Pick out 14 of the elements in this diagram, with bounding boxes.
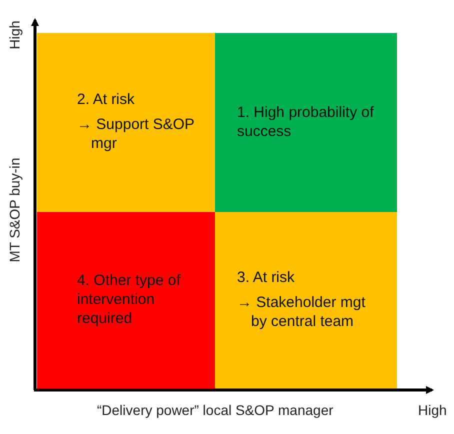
quadrant-heading: 3. At risk [237, 269, 296, 288]
quadrant-block [215, 33, 397, 212]
quadrant-block [215, 212, 397, 389]
axis-title: MT S&OP buy-in [6, 158, 22, 262]
quadrant-text: 4. Other type of intervention required [77, 272, 182, 329]
quadrant-block [37, 212, 215, 389]
axis-title: “Delivery power” local S&OP manager [97, 402, 334, 418]
quadrant-block [37, 33, 215, 212]
quadrant-text: → Stakeholder mgt by central team [237, 294, 366, 332]
axis-end-label: High [418, 402, 447, 418]
quadrant-text: → Support S&OP mgr [77, 116, 196, 154]
axis-end-label: High [6, 20, 22, 49]
quadrant-text: 1. High probability of success [237, 104, 375, 142]
quadrant-heading: 2. At risk [77, 91, 136, 110]
